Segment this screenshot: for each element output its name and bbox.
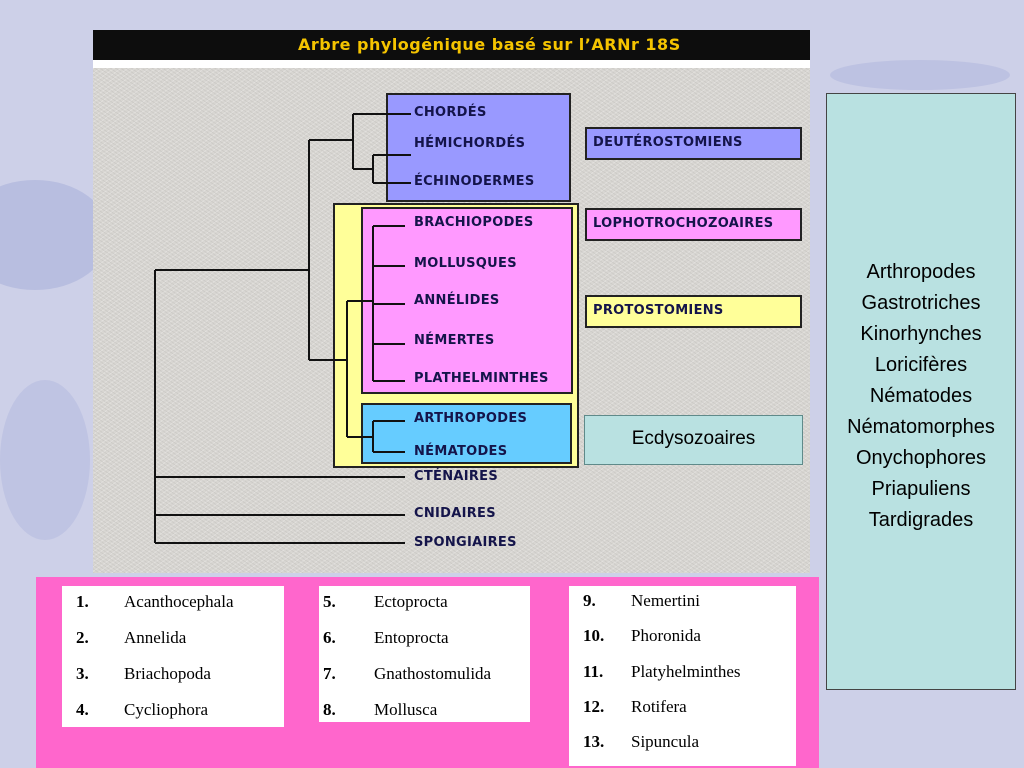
ecdysozoa-groups-panel: Arthropodes Gastrotriches Kinorhynches L…	[826, 93, 1016, 690]
item-number: 2.	[76, 628, 89, 647]
lophotrochozoa-box	[361, 207, 573, 394]
title-divider	[93, 60, 810, 68]
group-item: Priapuliens	[871, 478, 971, 500]
item-name: Phoronida	[631, 626, 701, 645]
deuterostomes-box	[386, 93, 571, 202]
item-number: 12.	[583, 697, 605, 716]
group-item: Loricifères	[874, 354, 968, 376]
item-number: 3.	[76, 664, 89, 683]
group-item: Gastrotriches	[861, 292, 981, 314]
item-name: Nemertini	[631, 591, 700, 610]
background-blob	[0, 380, 90, 540]
item-number: 13.	[583, 732, 605, 751]
item-name: Briachopoda	[124, 664, 211, 683]
leaf-cnidaires: CNIDAIRES	[414, 506, 496, 521]
group-item: Onychophores	[855, 447, 987, 469]
item-name: Cycliophora	[124, 700, 209, 719]
leaf-plathelminthes: PLATHELMINTHES	[414, 371, 549, 386]
phyla-table-2: 5. Ectoprocta 6. Entoprocta 7. Gnathostomul…	[319, 586, 530, 722]
leaf-arthropodes: ARTHROPODES	[414, 411, 528, 426]
group-item: Nématodes	[869, 385, 973, 407]
leaf-chordes: CHORDÉS	[414, 105, 487, 120]
item-number: 9.	[583, 591, 596, 610]
leaf-echinodermes: ÉCHINODERMES	[414, 174, 535, 189]
item-number: 6.	[323, 628, 336, 647]
label-protostomiens: PROTOSTOMIENS	[585, 295, 802, 328]
phyla-table-1: 1. Acanthocephala 2. Annelida 3. Briachopod…	[62, 586, 284, 727]
leaf-annelides: ANNÉLIDES	[414, 293, 500, 308]
item-number: 5.	[323, 592, 336, 611]
item-name: Entoprocta	[374, 628, 449, 647]
leaf-brachiopodes: BRACHIOPODES	[414, 215, 534, 230]
group-item: Arthropodes	[866, 261, 976, 283]
phylogenetic-tree-figure: Arbre phylogénique basé sur l’ARNr 18S	[93, 30, 810, 573]
leaf-mollusques: MOLLUSQUES	[414, 256, 517, 271]
leaf-spongiaires: SPONGIAIRES	[414, 535, 517, 550]
item-name: Acanthocephala	[124, 592, 234, 611]
leaf-nematodes: NÉMATODES	[414, 444, 508, 459]
label-lophotrochozoaires: LOPHOTROCHOZOAIRES	[585, 208, 802, 241]
item-name: Annelida	[124, 628, 187, 647]
ecdysozoa-box	[361, 403, 572, 464]
label-deuterostomiens: DEUTÉROSTOMIENS	[585, 127, 802, 160]
leaf-hemichordes: HÉMICHORDÉS	[414, 136, 526, 151]
item-number: 4.	[76, 700, 89, 719]
item-name: Mollusca	[374, 700, 438, 719]
figure-title-bar: Arbre phylogénique basé sur l’ARNr 18S	[93, 30, 810, 60]
background-blob	[830, 60, 1010, 90]
item-name: Gnathostomulida	[374, 664, 492, 683]
item-number: 7.	[323, 664, 336, 683]
item-number: 10.	[583, 626, 605, 645]
tree-branches	[154, 113, 411, 544]
ecdysozoaires-label: Ecdysozoaires	[584, 415, 803, 465]
group-item: Kinorhynches	[860, 323, 982, 345]
leaf-cnetaires: CTÉNAIRES	[414, 469, 499, 484]
group-item: Nématomorphes	[847, 416, 995, 438]
item-name: Ectoprocta	[374, 592, 448, 611]
figure-title: Arbre phylogénique basé sur l’ARNr 18S	[298, 35, 681, 54]
item-number: 11.	[583, 662, 604, 681]
phyla-panel: 1. Acanthocephala 2. Annelida 3. Briachopod…	[36, 577, 819, 768]
item-name: Platyhelminthes	[631, 662, 741, 681]
item-name: Sipuncula	[631, 732, 699, 751]
item-number: 1.	[76, 592, 89, 611]
leaf-nemertes: NÉMERTES	[414, 333, 495, 348]
item-number: 8.	[323, 700, 336, 719]
phyla-table-3: 9. Nemertini 10. Phoronida 11. Platyhelmint…	[569, 586, 796, 766]
group-item: Tardigrades	[868, 509, 974, 531]
item-name: Rotifera	[631, 697, 687, 716]
